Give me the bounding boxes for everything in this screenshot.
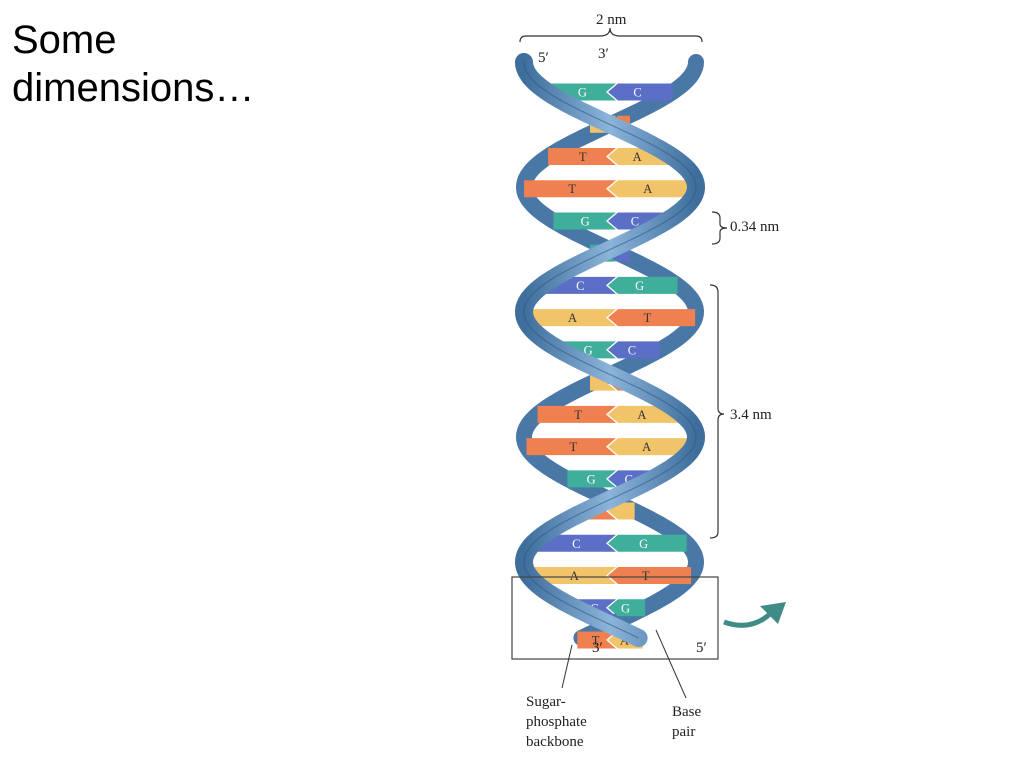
base-letter: G [621, 601, 630, 615]
base-letter: G [578, 86, 587, 100]
backbone-label-line-1: Sugar- [526, 694, 566, 710]
base-c-block [608, 83, 673, 101]
base-letter: G [635, 279, 644, 293]
top-left-end-label: 5′ [538, 50, 549, 66]
pitch-bracket [709, 284, 725, 539]
base-a-block [608, 180, 696, 198]
base-g-block [553, 212, 616, 230]
base-letter: C [625, 472, 633, 486]
base-letter: A [643, 182, 652, 196]
base-letter: C [633, 86, 641, 100]
base-a-block [524, 309, 616, 327]
base-letter: T [574, 408, 582, 422]
base-letter: G [584, 343, 593, 357]
base-c-block [533, 534, 616, 552]
base-a-block [528, 567, 616, 585]
base-letter: G [581, 214, 590, 228]
basepair-label-line-1: Base [672, 704, 702, 720]
base-t-block [548, 147, 616, 165]
base-letter: G [639, 537, 648, 551]
base-letter: T [579, 150, 587, 164]
base-g-block [567, 470, 616, 488]
base-pair-highlight-box [511, 576, 719, 660]
basepair-label-line-2: pair [672, 724, 695, 740]
bottom-right-end-label: 5′ [696, 640, 707, 656]
base-letter: A [637, 408, 646, 422]
base-letter: A [570, 569, 579, 583]
base-letter: C [576, 279, 584, 293]
base-g-block [608, 534, 687, 552]
backbone-label-line-2: phosphate [526, 714, 587, 730]
base-t-block [608, 309, 696, 327]
base-t-block [608, 567, 692, 585]
backbone-callout-line [561, 644, 573, 689]
base-t-block [537, 405, 616, 423]
width-label: 2 nm [596, 12, 627, 28]
width-bracket [519, 27, 703, 43]
base-letter: C [628, 343, 636, 357]
base-letter: T [642, 569, 650, 583]
base-t-block [526, 438, 616, 456]
base-letter: A [642, 440, 651, 454]
base-letter: A [633, 150, 642, 164]
zoom-arrow-icon [723, 610, 774, 628]
base-letter: T [592, 634, 600, 648]
backbone-label-line-3: backbone [526, 734, 584, 750]
base-t-block [524, 180, 616, 198]
base-letter: A [568, 311, 577, 325]
backbone-strand-front-edge [523, 61, 697, 639]
bottom-left-end-label: 3′ [592, 640, 603, 656]
zoom-arrow-head-icon [760, 602, 786, 624]
rise-label: 0.34 nm [730, 219, 780, 235]
base-c-block [608, 341, 660, 359]
title-line-1: Some [12, 18, 117, 62]
base-letter: C [572, 537, 580, 551]
base-letter: C [631, 214, 639, 228]
base-g-block [608, 276, 678, 294]
base-letter: G [587, 472, 596, 486]
base-letter: T [569, 440, 577, 454]
base-letter: T [644, 311, 652, 325]
base-t-block [577, 631, 616, 649]
title-line-2: dimensions… [12, 66, 255, 110]
basepair-callout-line [655, 629, 687, 699]
base-a-block [608, 438, 694, 456]
rise-brace [711, 211, 728, 245]
slide-title: Some dimensions… [12, 16, 432, 112]
pitch-label: 3.4 nm [730, 407, 772, 423]
base-letter: T [568, 182, 576, 196]
base-g-block [608, 599, 646, 617]
top-right-end-label: 3′ [598, 46, 609, 62]
